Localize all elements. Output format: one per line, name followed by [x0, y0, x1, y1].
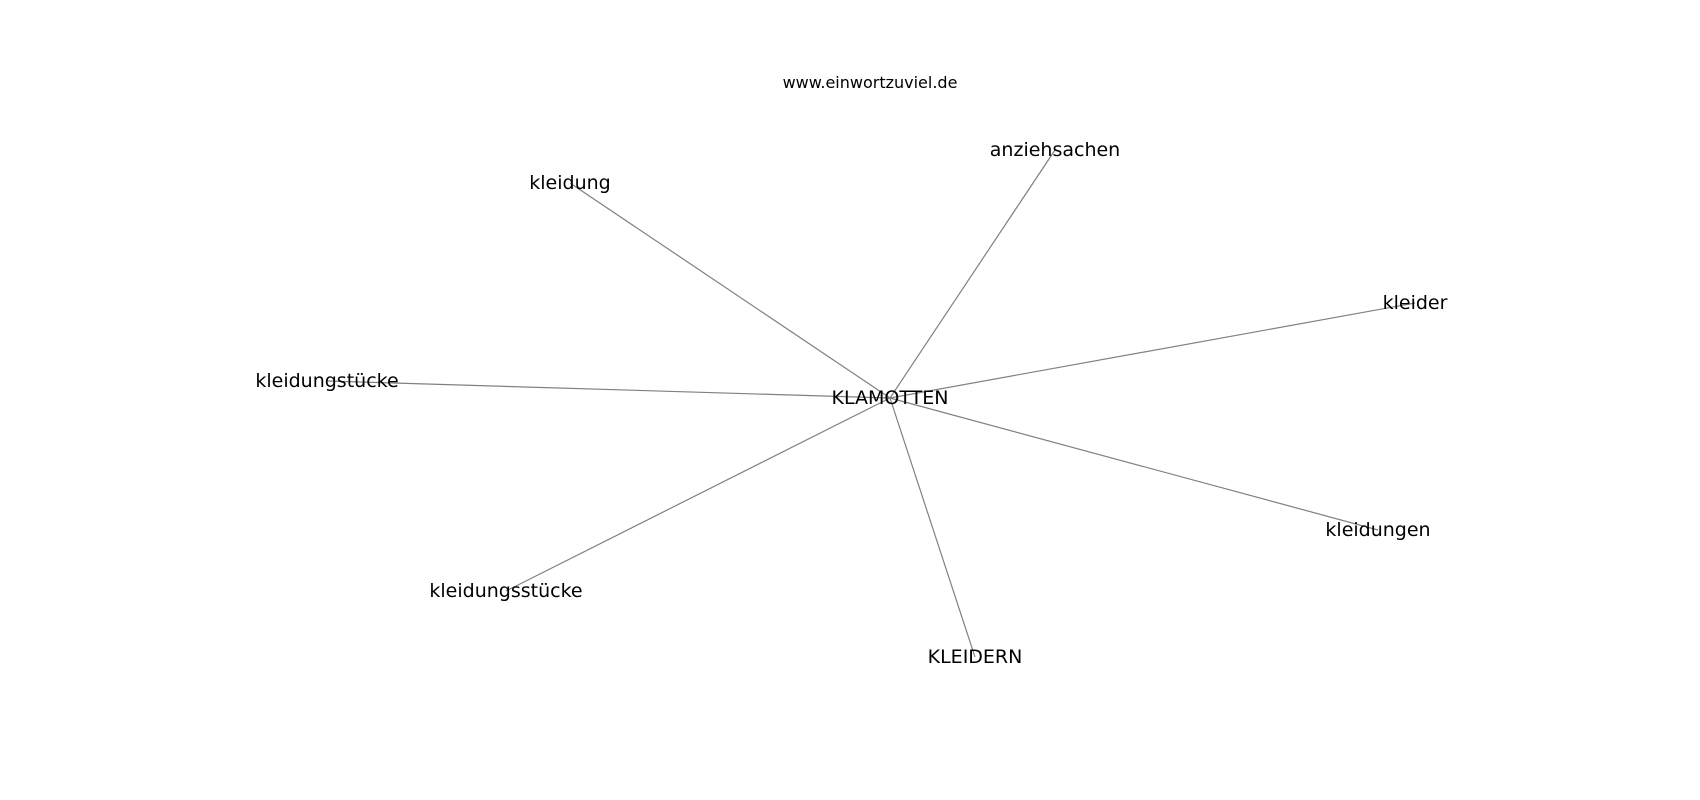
neighbor-node-label-3: kleidungstücke — [255, 370, 398, 392]
neighbor-node-label-6: KLEIDERN — [928, 646, 1023, 668]
site-title: www.einwortzuviel.de — [783, 73, 958, 92]
edge-1 — [889, 149, 1056, 399]
edge-0 — [569, 182, 891, 399]
edge-6 — [889, 397, 976, 658]
edge-5 — [505, 397, 891, 592]
neighbor-node-label-1: anziehsachen — [990, 139, 1120, 161]
neighbor-node-label-0: kleidung — [529, 172, 610, 194]
edge-3 — [326, 380, 891, 399]
nodes: KLAMOTTEN kleidung anziehsachen kleider klei… — [255, 139, 1447, 668]
edge-2 — [889, 302, 1416, 399]
neighbor-node-label-2: kleider — [1383, 292, 1448, 314]
center-node-label: KLAMOTTEN — [832, 387, 949, 409]
edge-4 — [889, 397, 1379, 531]
edges — [326, 149, 1416, 658]
neighbor-node-label-4: kleidungen — [1325, 519, 1430, 541]
neighbor-node-label-5: kleidungsstücke — [429, 580, 582, 602]
